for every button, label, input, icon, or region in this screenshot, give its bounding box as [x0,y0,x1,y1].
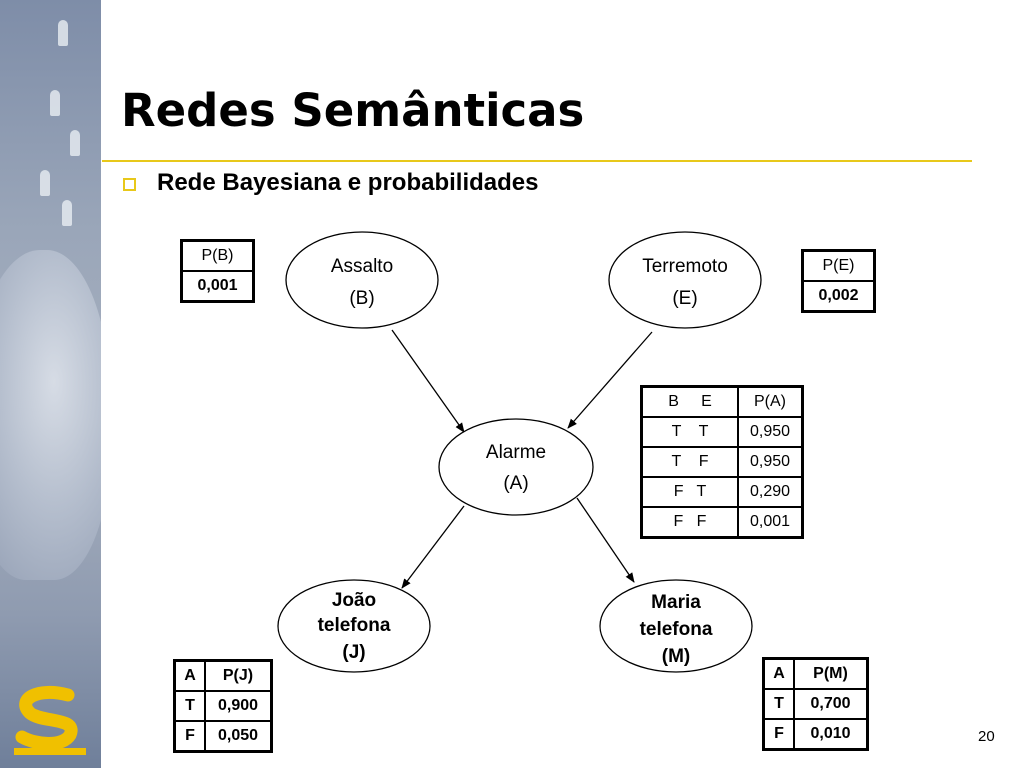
page-number: 20 [978,728,995,745]
spire-decoration [58,20,68,46]
node-alarme: Alarme (A) [438,418,594,516]
bullet-text: Rede Bayesiana e probabilidades [157,169,539,196]
table-cell: 0,001 [737,506,803,538]
table-cell: 0,010 [793,718,868,750]
spire-decoration [40,170,50,196]
table-header: B E [668,393,712,410]
table-header: A [184,667,196,684]
slide-title: Redes Semânticas [121,84,585,137]
table-row: T 0,700 [763,688,868,719]
spire-decoration [62,200,72,226]
node-maria-label-line2: telefona [640,619,713,640]
table-cell: 0,050 [204,720,272,752]
table-cell: T [763,688,794,719]
node-joao-label-line2: telefona [318,615,391,636]
table-header: A [773,665,785,682]
institution-logo-icon [14,685,86,755]
node-joao-symbol: (J) [342,642,365,663]
spire-decoration [70,130,80,156]
table-cell: 0,002 [802,280,875,312]
node-terremoto: Terremoto (E) [608,231,762,329]
prior-table-e: P(E) 0,002 [801,249,876,313]
table-cell: 0,001 [181,270,254,302]
table-row: T F 0,950 [641,446,803,477]
table-cell: F F [641,506,738,538]
table-row: T 0,900 [174,690,272,721]
table-cell: 0,950 [737,446,803,477]
table-cell: 0,900 [204,690,272,721]
cpt-maria: A P(M) T 0,700 F 0,010 [762,657,869,751]
table-row: F 0,050 [174,720,272,752]
node-joao: João telefona (J) [277,579,431,673]
table-cell: T F [641,446,738,477]
sidebar-decoration [0,0,101,768]
edge-alarme-joao [401,505,465,589]
node-joao-label-line1: João [332,590,376,611]
node-assalto: Assalto (B) [285,231,439,329]
table-row: F 0,010 [763,718,868,750]
table-header: P(M) [793,658,868,689]
table-cell: T T [641,416,738,447]
prior-table-b: P(B) 0,001 [180,239,255,303]
node-alarme-label: Alarme [486,442,546,463]
table-header: P(J) [204,660,272,691]
table-cell: 0,700 [793,688,868,719]
table-cell: F [763,718,794,750]
table-row: F T 0,290 [641,476,803,507]
node-maria: Maria telefona (M) [599,579,753,673]
table-row: T T 0,950 [641,416,803,447]
table-cell: T [174,690,205,721]
statue-face-decoration [0,250,101,580]
node-terremoto-symbol: (E) [672,288,697,309]
table-header: P(A) [737,386,803,417]
edge-terremoto-alarme [567,331,653,429]
table-cell: F T [641,476,738,507]
node-alarme-symbol: (A) [503,473,528,494]
node-maria-label-line1: Maria [651,592,701,613]
table-row: F F 0,001 [641,506,803,538]
title-divider [102,160,972,162]
node-maria-symbol: (M) [662,646,690,667]
node-assalto-label: Assalto [331,256,393,277]
table-header: P(E) [822,257,855,274]
edge-assalto-alarme [391,329,465,433]
table-cell: 0,950 [737,416,803,447]
hollow-square-bullet-icon [123,178,136,191]
edge-alarme-maria [576,497,635,583]
table-cell: F [174,720,205,752]
cpt-alarme: B E P(A) T T 0,950 T F 0,950 F T 0,290 F… [640,385,804,539]
table-header: P(B) [201,247,234,264]
node-assalto-symbol: (B) [349,288,374,309]
cpt-joao: A P(J) T 0,900 F 0,050 [173,659,273,753]
spire-decoration [50,90,60,116]
node-terremoto-label: Terremoto [642,256,728,277]
table-cell: 0,290 [737,476,803,507]
